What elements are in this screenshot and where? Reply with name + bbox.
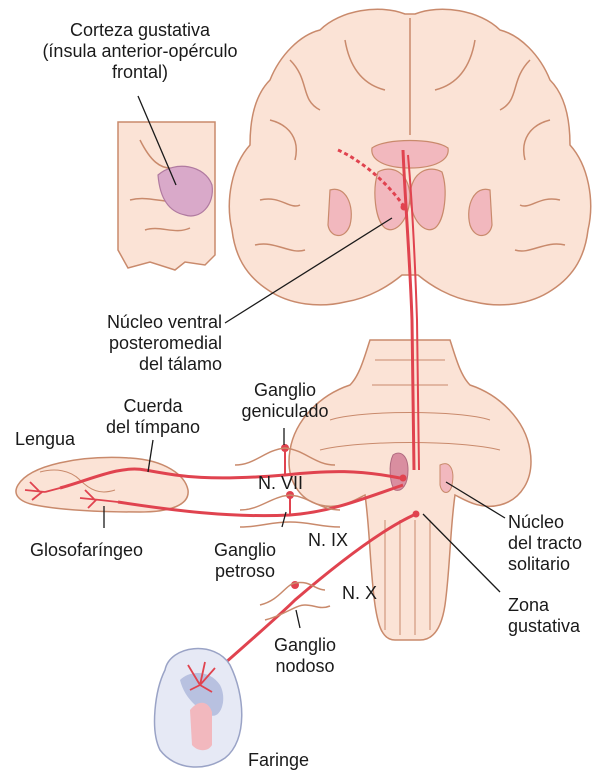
label-solitary-line1: Núcleo bbox=[508, 512, 582, 533]
pharynx bbox=[155, 649, 242, 767]
label-cortex-line2: (ínsula anterior-opérculo bbox=[6, 41, 274, 62]
label-thalamus-line2: posteromedial bbox=[50, 333, 222, 354]
label-nodose-line1: Ganglio bbox=[255, 635, 355, 656]
label-petrosal-ganglion: Ganglio petroso bbox=[200, 540, 290, 582]
label-solitary-line3: solitario bbox=[508, 554, 582, 575]
label-thalamus: Núcleo ventral posteromedial del tálamo bbox=[50, 312, 222, 375]
label-solitary-line2: del tracto bbox=[508, 533, 582, 554]
label-geniculate-line2: geniculado bbox=[225, 401, 345, 422]
label-cortex-line1: Corteza gustativa bbox=[6, 20, 274, 41]
label-geniculate-line1: Ganglio bbox=[225, 380, 345, 401]
label-petrosal-line2: petroso bbox=[200, 561, 290, 582]
label-glossopharyngeal: Glosofaríngeo bbox=[30, 540, 143, 561]
label-chorda-line1: Cuerda bbox=[88, 396, 218, 417]
label-solitary-nucleus: Núcleo del tracto solitario bbox=[508, 512, 582, 575]
label-gustatory-zone: Zona gustativa bbox=[508, 595, 580, 637]
label-gustatory-line2: gustativa bbox=[508, 616, 580, 637]
label-geniculate-ganglion: Ganglio geniculado bbox=[225, 380, 345, 422]
cortex-slice bbox=[118, 122, 215, 270]
label-cortex-line3: frontal) bbox=[6, 62, 274, 83]
label-n-ix: N. IX bbox=[308, 530, 348, 551]
label-chorda-tympani: Cuerda del tímpano bbox=[88, 396, 218, 438]
solitary-nucleus bbox=[390, 453, 408, 490]
label-n-x: N. X bbox=[342, 583, 377, 604]
label-gustatory-line1: Zona bbox=[508, 595, 580, 616]
label-nodose-line2: nodoso bbox=[255, 656, 355, 677]
label-pharynx: Faringe bbox=[248, 750, 309, 771]
label-nodose-ganglion: Ganglio nodoso bbox=[255, 635, 355, 677]
label-chorda-line2: del tímpano bbox=[88, 417, 218, 438]
label-thalamus-line3: del tálamo bbox=[50, 354, 222, 375]
label-thalamus-line1: Núcleo ventral bbox=[50, 312, 222, 333]
label-n-vii: N. VII bbox=[258, 473, 303, 494]
tongue bbox=[16, 457, 188, 512]
label-cortex: Corteza gustativa (ínsula anterior-opérc… bbox=[6, 20, 274, 83]
label-petrosal-line1: Ganglio bbox=[200, 540, 290, 561]
label-tongue: Lengua bbox=[15, 429, 75, 450]
